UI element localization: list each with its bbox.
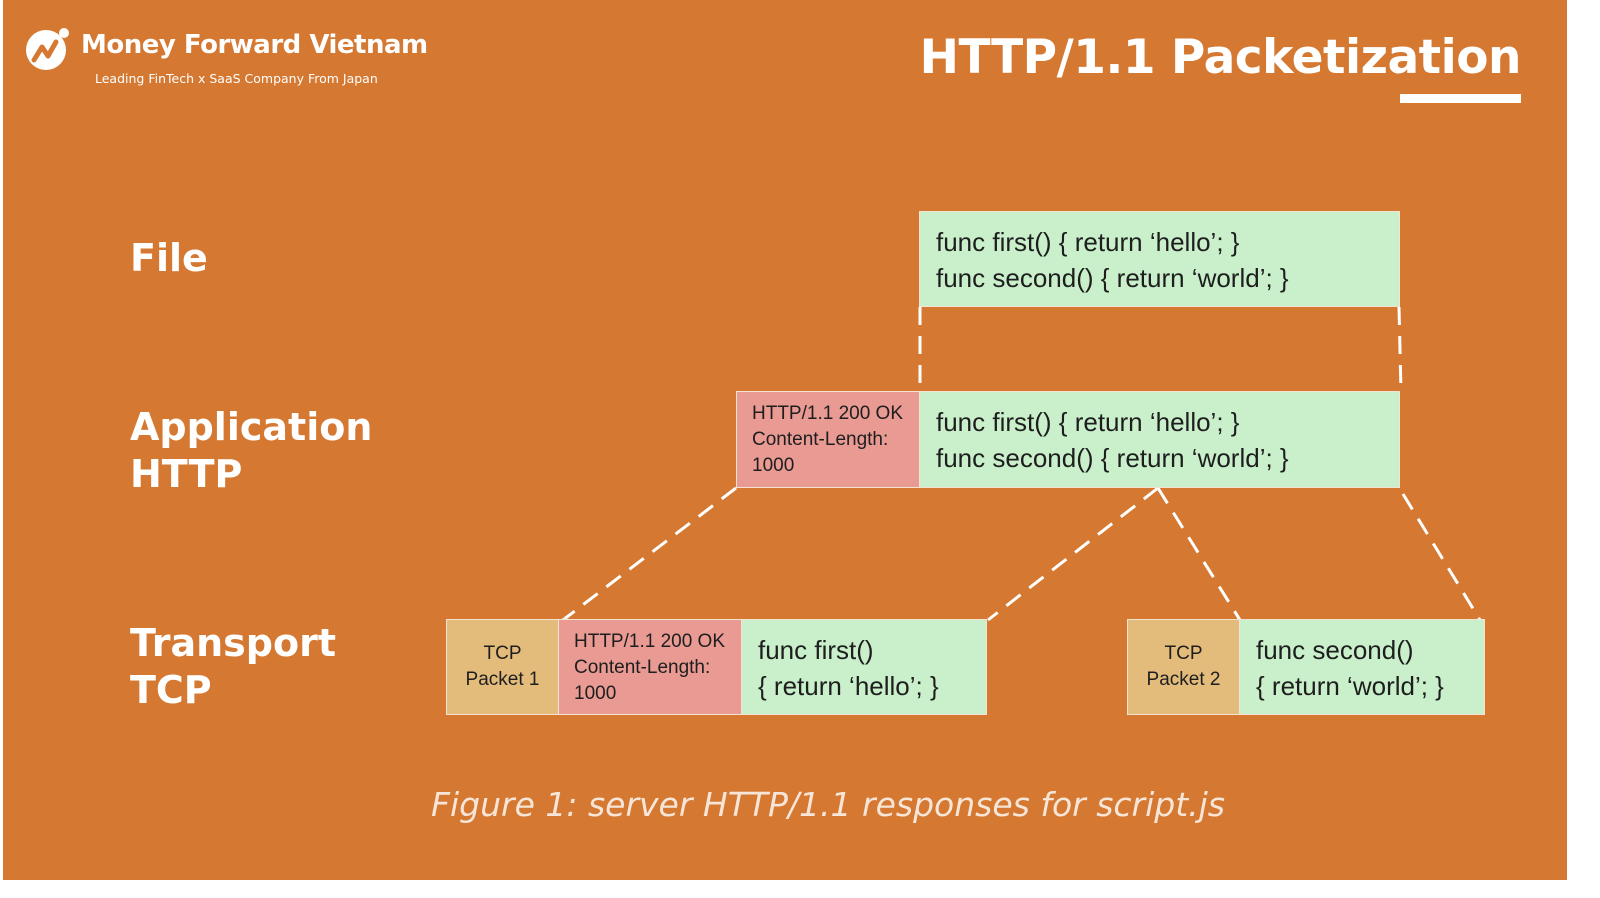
http-body-box: func first() { return ‘hello’; } func se…	[919, 391, 1400, 488]
layer-file-text: File	[130, 236, 208, 280]
tcp-packet1-label-line2: Packet 1	[465, 669, 540, 690]
tcp-packet1-http-header-box: HTTP/1.1 200 OK Content-Length: 1000	[558, 619, 742, 715]
app-to-packet2-right-connector	[1401, 493, 1482, 621]
page-title: HTTP/1.1 Packetization	[919, 30, 1522, 85]
tcp-packet1-label-box: TCP Packet 1	[446, 619, 559, 715]
tcp-packet1-body-box: func first() { return ‘hello’; }	[741, 619, 987, 715]
tcp-packet1-label-line1: TCP	[483, 643, 522, 664]
layer-label-file: File	[130, 235, 208, 282]
title-underline	[1400, 94, 1521, 103]
tcp-packet2-label-box: TCP Packet 2	[1127, 619, 1240, 715]
tcp-packet2-label-line2: Packet 2	[1146, 669, 1221, 690]
connector-lines	[562, 306, 1482, 622]
app-to-packet1-right-connector	[987, 486, 1159, 622]
http-body-line-1: func first() { return ‘hello’; }	[936, 407, 1240, 437]
layer-label-application: Application HTTP	[130, 404, 372, 498]
brand-tagline: Leading FinTech x SaaS Company From Japa…	[95, 71, 378, 86]
tcp-packet1-body-line1: func first()	[758, 635, 874, 665]
app-to-packet2-left-connector	[1156, 487, 1242, 621]
money-forward-logo-icon	[26, 28, 69, 70]
layer-application-line2: HTTP	[130, 452, 243, 496]
file-content-box: func first() { return ‘hello’; } func se…	[919, 211, 1400, 307]
tcp-packet2-body-box: func second() { return ‘world’; }	[1239, 619, 1485, 715]
layer-transport-line1: Transport	[130, 621, 337, 665]
http-header-box: HTTP/1.1 200 OK Content-Length: 1000	[736, 391, 920, 488]
file-line-2: func second() { return ‘world’; }	[936, 263, 1289, 293]
layer-transport-line2: TCP	[130, 668, 212, 712]
tcp-packet2-body-line1: func second()	[1256, 635, 1414, 665]
tcp-packet2-body-line2: { return ‘world’; }	[1256, 671, 1444, 701]
tcp-packet2-label-line1: TCP	[1164, 643, 1203, 664]
tcp-packet1-header-line2: Content-Length:	[574, 657, 711, 678]
http-body-line-2: func second() { return ‘world’; }	[936, 443, 1289, 473]
file-to-app-right-connector	[1397, 306, 1403, 393]
slide: Money Forward Vietnam Leading FinTech x …	[3, 0, 1567, 880]
file-line-1: func first() { return ‘hello’; }	[936, 227, 1240, 257]
app-to-packet1-left-connector	[562, 486, 737, 622]
http-header-line-1: HTTP/1.1 200 OK	[752, 403, 904, 424]
brand-name: Money Forward Vietnam	[81, 30, 428, 60]
tcp-packet1-header-line1: HTTP/1.1 200 OK	[574, 631, 726, 652]
tcp-packet1-body-line2: { return ‘hello’; }	[758, 671, 939, 701]
http-header-line-2: Content-Length:	[752, 429, 889, 450]
layer-label-transport: Transport TCP	[130, 620, 336, 714]
http-header-line-3: 1000	[752, 455, 795, 476]
layer-application-line1: Application	[130, 405, 373, 449]
tcp-packet1-header-line3: 1000	[574, 683, 617, 704]
figure-caption: Figure 1: server HTTP/1.1 responses for …	[430, 785, 1225, 824]
